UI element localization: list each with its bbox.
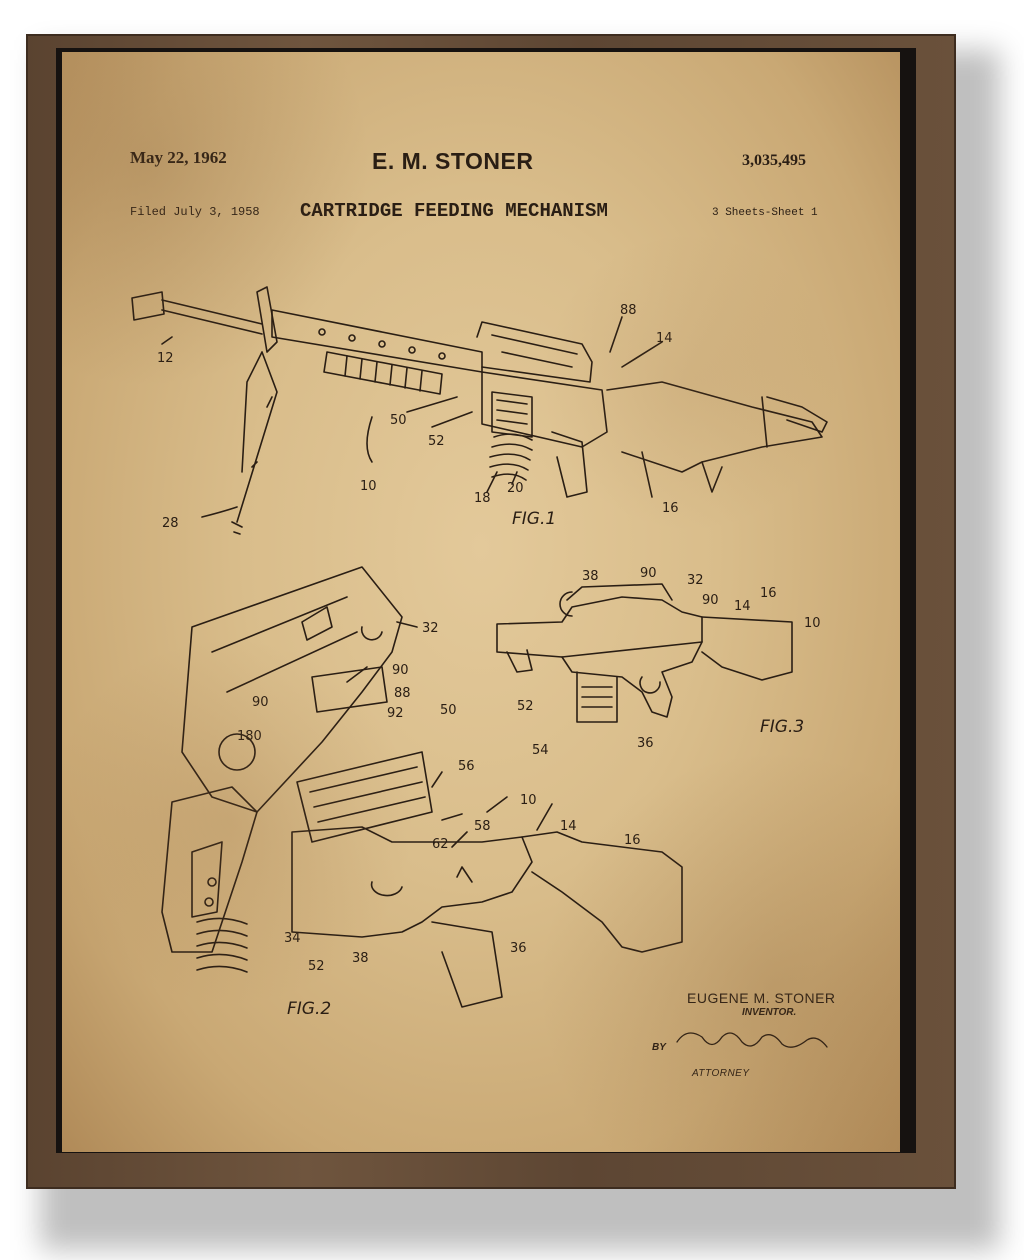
fig2-exploded-drawing	[161, 566, 683, 1008]
fig3-receiver-drawing	[496, 583, 793, 723]
fig2-reference-numerals: 32 90 88 90 92 180 50 56 10 14 16 58 62 …	[237, 621, 641, 1019]
ref-14c: 14	[560, 819, 577, 834]
fig2-label: FIG.2	[287, 999, 331, 1019]
ref-14: 14	[656, 331, 673, 346]
inventor-signature-name: EUGENE M. STONER	[687, 990, 836, 1006]
fig2-leader-lines	[346, 621, 553, 848]
ref-54: 54	[532, 743, 549, 758]
ref-58: 58	[474, 819, 491, 834]
attorney-signature	[676, 1032, 828, 1048]
inventor-role: INVENTOR.	[742, 1007, 797, 1018]
ref-10: 10	[360, 479, 377, 494]
ref-56: 56	[458, 759, 475, 774]
ref-180: 180	[237, 729, 262, 744]
ref-16: 16	[662, 501, 679, 516]
patent-filed-date: Filed July 3, 1958	[130, 205, 260, 219]
ref-16c: 16	[624, 833, 641, 848]
ref-38c: 38	[352, 951, 369, 966]
ref-36: 36	[637, 736, 654, 751]
ref-38: 38	[582, 569, 599, 584]
ref-10c: 10	[520, 793, 537, 808]
ref-50: 50	[390, 413, 407, 428]
fig1-label: FIG.1	[512, 509, 556, 529]
ref-90b: 90	[702, 593, 719, 608]
fig3-reference-numerals: 38 90 32 90 14 16 10 52 54 36 FIG.3	[517, 566, 821, 758]
ref-36c: 36	[510, 941, 527, 956]
patent-date: May 22, 1962	[130, 148, 227, 167]
ref-90c: 90	[392, 663, 409, 678]
ref-28: 28	[162, 516, 179, 531]
ref-52c: 52	[308, 959, 325, 974]
ref-32c: 32	[422, 621, 439, 636]
patent-inventor-header: E. M. STONER	[372, 148, 534, 174]
ref-18: 18	[474, 491, 491, 506]
patent-number: 3,035,495	[742, 152, 806, 169]
ref-88c: 88	[394, 686, 411, 701]
ref-50c: 50	[440, 703, 457, 718]
fig1-reference-numerals: 12 88 14 50 52 10 18 20 16 28 FIG.1	[157, 303, 679, 531]
attorney-role: ATTORNEY	[692, 1068, 750, 1079]
ref-62: 62	[432, 837, 449, 852]
ref-20: 20	[507, 481, 524, 496]
fig1-rifle-drawing	[131, 286, 828, 535]
ref-90: 90	[640, 566, 657, 581]
ref-32: 32	[687, 573, 704, 588]
ref-52: 52	[428, 434, 445, 449]
ref-88: 88	[620, 303, 637, 318]
patent-title: CARTRIDGE FEEDING MECHANISM	[300, 200, 608, 222]
patent-sheets: 3 Sheets-Sheet 1	[712, 207, 818, 219]
rifle-drawings: 12 88 14 50 52 10 18 20 16 28 FIG.1 38	[131, 286, 828, 1048]
ref-34: 34	[284, 931, 301, 946]
ref-90d: 90	[252, 695, 269, 710]
ref-10b: 10	[804, 616, 821, 631]
ref-12: 12	[157, 351, 174, 366]
ref-52b: 52	[517, 699, 534, 714]
ref-16b: 16	[760, 586, 777, 601]
ref-92: 92	[387, 706, 404, 721]
ref-14b: 14	[734, 599, 751, 614]
fig3-label: FIG.3	[760, 717, 804, 737]
patent-print: May 22, 1962 E. M. STONER 3,035,495 File…	[62, 52, 900, 1152]
fig1-leader-lines	[161, 316, 663, 518]
signature-by: BY	[652, 1042, 666, 1053]
